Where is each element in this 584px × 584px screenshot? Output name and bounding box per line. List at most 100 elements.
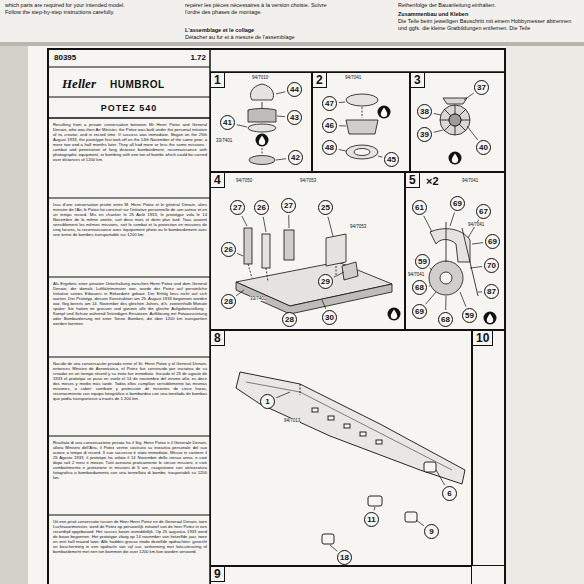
history-paragraph: Resulting from a private conversation be… — [53, 122, 207, 162]
step-panel: 4272627252629282830 — [210, 172, 405, 330]
part-label: 94/7010 — [252, 75, 268, 80]
callout-circle: 67 — [476, 204, 491, 219]
leader-line — [472, 243, 483, 244]
callout-number: 47 — [325, 100, 334, 108]
page-fragment: which parts are required for your intend… — [5, 2, 135, 15]
callout-circle: 26 — [254, 200, 269, 215]
callout-number: 69 — [488, 238, 497, 246]
leader-line — [237, 125, 247, 127]
history-paragraph: Issu d'une conversation privée entre M. … — [53, 202, 207, 237]
callout-circle: 38 — [417, 104, 432, 119]
leader-line — [434, 130, 443, 132]
callout-number: 6 — [447, 490, 451, 498]
callout-number: 27 — [284, 202, 293, 210]
step-panel: 144434142 — [210, 72, 312, 172]
part-label: 94/7041 — [462, 178, 478, 183]
callout-circle: 47 — [322, 96, 337, 111]
callout-circle: 18 — [337, 550, 352, 565]
callout-circle: 59 — [415, 254, 430, 269]
callout-number: 9 — [429, 528, 433, 536]
kit-title: POTEZ 540 — [50, 103, 208, 114]
leader-line — [460, 292, 466, 307]
leader-line — [339, 125, 346, 126]
callout-circle: 28 — [221, 294, 236, 309]
leader-line — [339, 102, 345, 104]
callout-circle: 87 — [484, 284, 499, 299]
callout-circle: 27 — [281, 198, 296, 213]
callout-number: 30 — [325, 314, 334, 322]
callout-circle: 6 — [442, 486, 457, 501]
callout-circle: 27 — [230, 200, 245, 215]
callout-number: 44 — [290, 86, 299, 94]
step-number: 8 — [211, 331, 225, 346]
page-fragment: L'assemblage et le collage — [185, 27, 254, 34]
part-label: 94/7053 — [300, 178, 316, 183]
callout-circle: 69 — [450, 196, 465, 211]
callout-number: 25 — [321, 204, 330, 212]
part-label: 1.72 — [160, 53, 206, 63]
callout-number: 38 — [420, 108, 429, 116]
callout-circle: 37 — [474, 80, 489, 95]
step-number: 3 — [411, 73, 425, 88]
callout-number: 67 — [479, 208, 488, 216]
step-number: 10 — [473, 331, 493, 346]
callout-circle: 43 — [287, 110, 302, 125]
callout-number: 1 — [265, 398, 269, 406]
callout-circle: 42 — [288, 150, 303, 165]
leader-line — [328, 217, 333, 236]
leader-line — [429, 286, 430, 287]
leader-line — [416, 520, 424, 526]
leader-line — [464, 93, 474, 100]
leader-line — [330, 545, 337, 551]
step-number: 5 — [406, 173, 420, 188]
step-panel: 8 1 6 9 11 18 — [210, 330, 472, 566]
part-label: ×2 — [426, 175, 439, 188]
leader-line — [276, 392, 290, 398]
step-number: 2 — [313, 73, 327, 88]
callout-number: 68 — [441, 316, 450, 324]
callout-circle: 45 — [384, 152, 399, 167]
callout-circle: 28 — [282, 312, 297, 327]
callout-number: 69 — [415, 308, 424, 316]
callout-number: 70 — [487, 262, 496, 270]
callout-circle: 29 — [318, 274, 333, 289]
callout-number: 27 — [233, 204, 242, 212]
callout-number: 59 — [418, 258, 427, 266]
leader-line — [289, 310, 290, 311]
leader-line — [263, 217, 266, 232]
history-paragraph: Uit een privé conversatie tussen de Heer… — [53, 519, 207, 554]
leader-line — [237, 253, 243, 256]
step-number: 4 — [211, 173, 225, 188]
callout-number: 43 — [290, 114, 299, 122]
callout-number: 11 — [367, 516, 375, 524]
leader-line — [467, 126, 478, 140]
callout-circle: 61 — [412, 200, 427, 215]
callout-number: 26 — [257, 204, 266, 212]
callout-circle: 9 — [424, 524, 439, 539]
step-number: 9 — [211, 567, 225, 582]
history-paragraph: Risultato di una conversazione privata f… — [53, 440, 207, 480]
callout-circle: 1 — [260, 394, 275, 409]
step-panel: 5 61 69 59 67 69 68 69 70 68 59 87 — [405, 172, 505, 330]
step-panel: 247464845 — [312, 72, 410, 172]
brand-logo: Heller — [62, 76, 96, 92]
step-panel: 10 — [472, 330, 505, 566]
leader-line — [430, 268, 432, 270]
callout-circle: 59 — [462, 308, 477, 323]
callout-circle: 39 — [417, 127, 432, 142]
callout-number: 39 — [420, 131, 429, 139]
part-label: 94/7041 — [408, 272, 424, 277]
callout-circle: 46 — [322, 118, 337, 133]
callout-number: 87 — [487, 288, 496, 296]
brand-logo: HUMBROL — [110, 79, 165, 91]
leader-line — [242, 216, 247, 226]
leader-line — [276, 159, 286, 160]
callout-number: 61 — [415, 204, 424, 212]
callout-circle: 70 — [484, 258, 499, 273]
callout-number: 68 — [415, 284, 424, 292]
callout-number: 69 — [453, 200, 462, 208]
history-paragraph: Nacido de una conversación privada entre… — [53, 361, 207, 401]
leader-line — [277, 116, 285, 118]
part-label: 94/7053 — [350, 224, 366, 229]
page-fragment: Die Teile beim jeweiligen Bauschritt mit… — [398, 18, 580, 31]
